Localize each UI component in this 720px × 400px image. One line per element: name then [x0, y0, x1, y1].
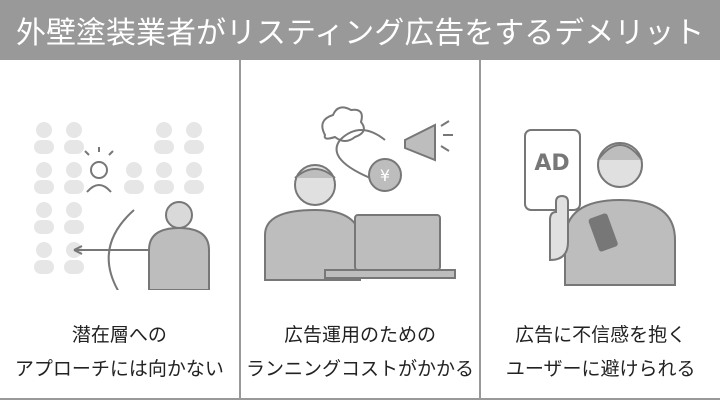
caption-line: ランニングコストがかかる: [246, 358, 475, 380]
caption-line: ユーザーに避けられる: [505, 358, 696, 380]
archer-crowd-illustration: [34, 122, 210, 290]
page-title: 外壁塗装業者がリスティング広告をするデメリット: [0, 0, 720, 60]
caption-line: 潜在層への: [71, 324, 167, 346]
caption-line: アプローチには向かない: [14, 358, 224, 380]
panel-ad-distrust: AD 広告に不信感を抱く ユーザーに避けられる: [481, 60, 720, 398]
panel-caption: 広告に不信感を抱く ユーザーに避けられる: [481, 318, 720, 386]
ad-label: AD: [535, 151, 570, 176]
panel-caption: 潜在層への アプローチには向かない: [0, 318, 239, 386]
caption-line: 広告に不信感を抱く: [515, 324, 687, 346]
yen-icon: ¥: [380, 166, 390, 185]
man-rejecting-ad-illustration: AD: [524, 129, 677, 286]
panel-running-cost: ¥ 広告運用のための ランニングコストがかかる: [241, 60, 482, 398]
panel-latent-audience: 潜在層への アプローチには向かない: [0, 60, 241, 398]
worried-man-laptop-illustration: ¥: [263, 106, 456, 281]
demerit-panels: 潜在層への アプローチには向かない ¥ 広告運用のための ランニングコストがかか…: [0, 60, 720, 400]
panel-caption: 広告運用のための ランニングコストがかかる: [241, 318, 480, 386]
caption-line: 広告運用のための: [284, 324, 437, 346]
